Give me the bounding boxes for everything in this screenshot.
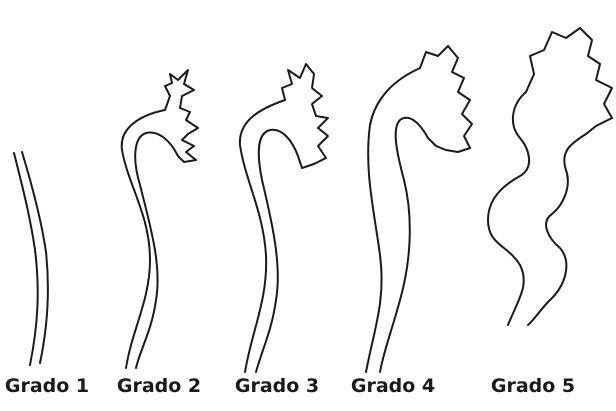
grade-1-label: Grado 1 <box>0 372 102 400</box>
grade-4-label: Grado 4 <box>338 372 448 400</box>
grade-2-ureter-pelvis <box>122 70 198 368</box>
grade-5-label: Grado 5 <box>478 372 588 400</box>
grade-1-ureter <box>14 152 48 365</box>
grade-5-ureter-pelvis <box>488 28 612 325</box>
grade-4-ureter-pelvis <box>366 46 472 372</box>
grade-2-label: Grado 2 <box>104 372 214 400</box>
grade-3-ureter-pelvis <box>240 64 328 372</box>
grade-3-label: Grado 3 <box>222 372 332 400</box>
